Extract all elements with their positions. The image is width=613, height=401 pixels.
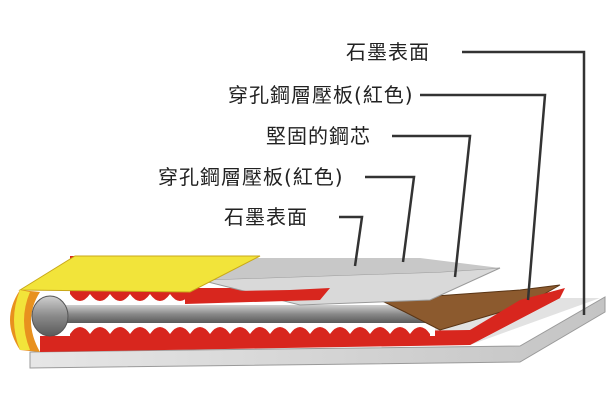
fire-ring-yellow-edge (14, 290, 30, 350)
callout-perforated-steel-inner: 穿孔鋼層壓板(紅色) (158, 165, 344, 189)
bottom-graphite-sheet (29, 296, 606, 369)
leader-perforated-steel-outer (420, 93, 547, 301)
leader-perforated-steel-inner (365, 175, 416, 263)
callout-steel-core: 堅固的鋼芯 (266, 124, 371, 148)
rod-end-cap (31, 295, 69, 337)
callout-perforated-steel-outer: 穿孔鋼層壓板(紅色) (228, 83, 414, 107)
leader-graphite-inner (339, 215, 364, 267)
callout-graphite-outer: 石墨表面 (346, 40, 430, 64)
upper-graphite-top (200, 258, 500, 280)
upper-red-laminate (185, 288, 330, 304)
core-rod (60, 305, 430, 323)
leader-steel-core (392, 134, 472, 278)
callout-graphite-inner: 石墨表面 (224, 205, 308, 229)
fire-ring-top (18, 255, 261, 293)
leader-graphite-outer (462, 50, 586, 315)
leader-lines (339, 50, 586, 315)
red-laminate-wedge (470, 288, 565, 345)
